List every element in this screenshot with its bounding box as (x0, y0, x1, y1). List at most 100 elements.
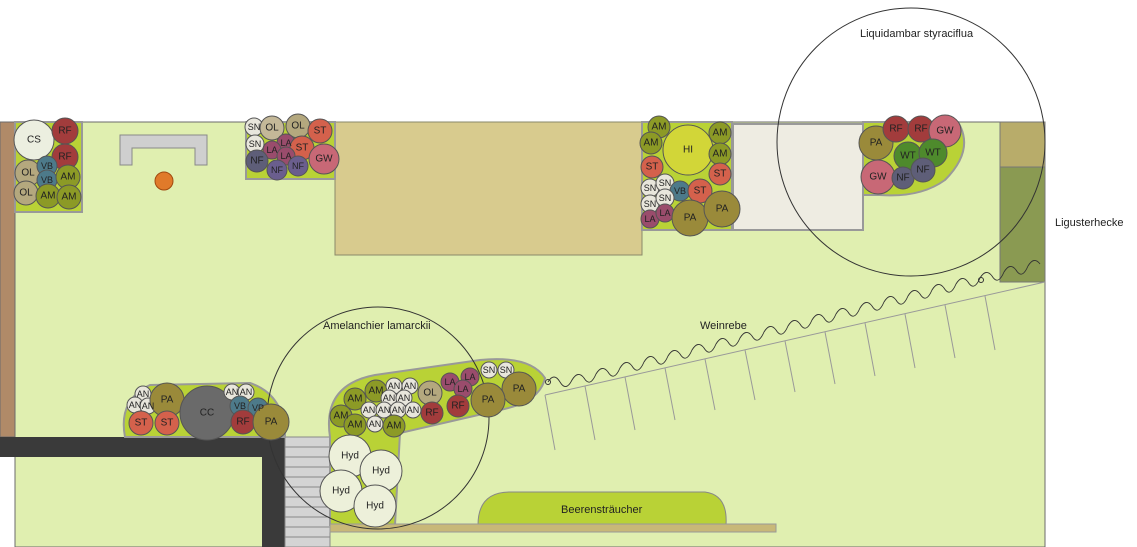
plant-label: AM (41, 191, 56, 202)
plant-label: ST (646, 162, 659, 173)
plant-label: WT (925, 148, 941, 159)
plant-label: VP (252, 403, 264, 413)
plant-label: AN (407, 405, 420, 415)
plant-label: PA (513, 384, 526, 395)
plant-label: NF (271, 165, 283, 175)
plant-label: AM (348, 394, 363, 405)
plant-label: AM (713, 128, 728, 139)
plant-label: LA (280, 138, 291, 148)
berry-bushes (477, 491, 727, 526)
plant-label: SN (644, 183, 657, 193)
plant-label: CS (27, 135, 41, 146)
plant-label: VB (41, 161, 53, 171)
plant-label: AN (404, 381, 417, 391)
plants-top-mid (244, 113, 340, 181)
label-ligusterhecke: Ligusterhecke (1055, 217, 1124, 229)
plant-label: AM (387, 421, 402, 432)
plant-label: Hyd (366, 501, 384, 512)
plant-label: NF (896, 173, 909, 184)
plant-label: AN (363, 405, 376, 415)
plant-label: SN (659, 178, 672, 188)
edging-strip (329, 523, 777, 533)
plant-label: AN (392, 405, 405, 415)
label-beerenstraeucher: Beerensträucher (561, 504, 643, 516)
plant-label: VB (674, 186, 686, 196)
plant-label: RF (451, 401, 464, 412)
plant-label: Hyd (372, 466, 390, 477)
house (0, 437, 285, 547)
plant-label: NF (292, 161, 304, 171)
fence-left (0, 121, 16, 438)
canopy-liquidambar (776, 7, 1046, 277)
plant-label: AM (334, 411, 349, 422)
plant-label: LA (266, 145, 277, 155)
plant-label: AM (62, 192, 77, 203)
vine (547, 260, 1041, 387)
plant-label: AN (129, 400, 142, 410)
label-weinrebe: Weinrebe (700, 320, 747, 332)
plant-label: AM (644, 138, 659, 149)
plant-label: AN (378, 405, 391, 415)
plant-label: ST (135, 418, 148, 429)
steps (284, 436, 331, 547)
plants-bottom-mid (329, 361, 537, 438)
plant-label: ST (161, 418, 174, 429)
plant-label: LA (280, 151, 291, 161)
plant-label: AN (388, 381, 401, 391)
plant-label: Hyd (341, 451, 359, 462)
plant-label: NF (916, 165, 929, 176)
plant-label: RF (889, 124, 902, 135)
plant-label: AM (652, 122, 667, 133)
plant-label: NF (250, 156, 263, 167)
plant-label: AN (369, 419, 382, 429)
plant-label: ST (694, 186, 707, 197)
plant-label: AN (240, 387, 253, 397)
plants-bottom-left (126, 382, 290, 441)
plant-label: SN (644, 199, 657, 209)
plant-label: LA (444, 377, 455, 387)
plant-label: GW (315, 154, 333, 165)
plants-far-right (858, 114, 962, 195)
plant-label: AN (383, 393, 396, 403)
plant-label: LA (464, 372, 475, 382)
terrace (334, 121, 643, 256)
plant-label: LA (457, 384, 468, 394)
plant-label: ST (296, 143, 309, 154)
plant-label: AN (137, 389, 150, 399)
plant-label: SN (248, 122, 261, 132)
plant-label: AM (348, 420, 363, 431)
plants-top-left (13, 117, 82, 210)
plant-label: OL (291, 121, 305, 132)
plant-label: Hyd (332, 486, 350, 497)
plant-label: RF (236, 417, 249, 428)
orange-marker (154, 171, 174, 191)
plant-label: SN (500, 365, 513, 375)
label-liquidambar: Liquidambar styraciflua (860, 28, 974, 40)
plant-label: SN (659, 193, 672, 203)
plant-label: AM (61, 172, 76, 183)
plant-label: PA (684, 213, 697, 224)
plant-label: VB (234, 401, 246, 411)
plant-label: RF (58, 126, 71, 137)
plant-label: PA (482, 395, 495, 406)
hedge-top (999, 121, 1046, 168)
plant-label: PA (870, 138, 883, 149)
plant-label: ST (714, 169, 727, 180)
plant-label: PA (716, 204, 729, 215)
plant-label: CC (200, 408, 214, 419)
label-amelanchier: Amelanchier lamarckii (323, 320, 431, 332)
plant-label: SN (483, 365, 496, 375)
plant-label: GW (869, 172, 887, 183)
bench (119, 134, 208, 166)
plant-label: AN (226, 387, 239, 397)
plants-top-right (639, 115, 741, 237)
plant-label: OL (423, 388, 437, 399)
plant-label: RF (58, 152, 71, 163)
plant-am (56, 184, 82, 210)
plant-label: ST (314, 126, 327, 137)
plant-label: LA (659, 208, 670, 218)
plants-hydrangea (319, 434, 403, 528)
plant-label: VB (41, 175, 53, 185)
plant-label: RF (425, 408, 438, 419)
plant-cs (13, 119, 55, 161)
